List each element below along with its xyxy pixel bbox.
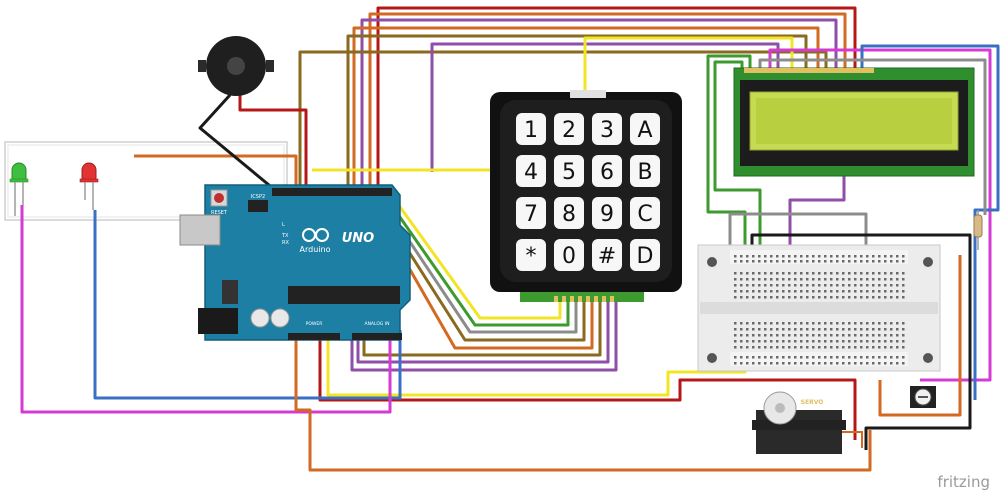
keypad-key-label: 3	[600, 118, 614, 143]
keypad-key-label: D	[637, 244, 654, 269]
keypad-key-label: B	[637, 160, 652, 185]
wire-blue-bottom	[93, 210, 402, 400]
keypad-key-label: 5	[562, 160, 576, 185]
keypad-key-label: 7	[524, 202, 538, 227]
wire-black-buzzer	[198, 93, 276, 192]
wire-orange-servo	[878, 255, 962, 417]
keypad-key[interactable]: 7	[516, 197, 546, 229]
reset-label: RESET	[211, 210, 228, 216]
keypad-key[interactable]: 4	[516, 155, 546, 187]
power-header	[288, 333, 340, 340]
wire-red-buzzer	[238, 95, 308, 190]
wire-red-bottom	[318, 330, 857, 440]
wire-orange-kp	[368, 199, 594, 350]
analog-header	[352, 333, 402, 340]
tx-label: TX	[281, 233, 289, 239]
keypad-key-label: 1	[524, 118, 538, 143]
arduino-board[interactable]: RESET ICSP2 Arduino UNO TX RX L POWER AN…	[179, 184, 411, 341]
keypad-key-label: 2	[562, 118, 576, 143]
keypad-key-label: 4	[524, 160, 538, 185]
wire-black-bb	[750, 233, 972, 450]
wire-green-lcd	[706, 54, 752, 255]
rx-label: RX	[282, 240, 289, 246]
keypad-key[interactable]: D	[630, 239, 660, 271]
green-led[interactable]	[9, 162, 29, 216]
keypad-key[interactable]: 9	[592, 197, 622, 229]
small-chip	[222, 280, 238, 304]
keypad-key[interactable]: 5	[554, 155, 584, 187]
wire-blue-lcd	[860, 44, 1000, 400]
power-jack	[198, 308, 238, 334]
keypad-key[interactable]: *	[516, 239, 546, 271]
wire-gray-lcd	[758, 58, 987, 215]
wire-orange-top	[368, 12, 847, 190]
breadboard-holes	[734, 255, 905, 365]
resistor	[973, 210, 983, 250]
keypad-key-label: 9	[600, 202, 614, 227]
wire-orange-bottom	[134, 154, 872, 472]
digital-header	[272, 188, 392, 196]
buzzer[interactable]	[198, 36, 274, 96]
arduino-name: Arduino	[300, 245, 331, 254]
wire-brown-top	[298, 50, 828, 190]
potentiometer[interactable]	[910, 386, 936, 408]
red-led[interactable]	[79, 162, 99, 210]
icsp2-header	[248, 200, 268, 212]
keypad-key[interactable]: 3	[592, 113, 622, 145]
wire-brown-kp	[374, 199, 586, 342]
keypad-key-label: #	[598, 244, 616, 269]
keypad-key[interactable]: A	[630, 113, 660, 145]
icsp2-label: ICSP2	[251, 194, 265, 200]
keypad-key-label: A	[637, 118, 652, 143]
keypad-key-label: 0	[562, 244, 576, 269]
usb-port	[179, 214, 221, 246]
capacitor-2	[270, 308, 290, 328]
capacitor-1	[250, 308, 270, 328]
wires	[20, 6, 1000, 472]
wire-green-kp	[386, 199, 570, 327]
wire-red-top	[376, 6, 857, 190]
keypad-key[interactable]: 8	[554, 197, 584, 229]
wire-green-lcd2	[713, 60, 762, 255]
keypad-key[interactable]: 2	[554, 113, 584, 145]
l-label: L	[282, 222, 285, 228]
keypad-key-label: C	[637, 202, 652, 227]
wire-brown-top2	[346, 34, 808, 190]
keypad-key-label: 6	[600, 160, 614, 185]
breadboard	[697, 244, 941, 372]
servo-label: SERVO	[801, 399, 824, 406]
lcd-display[interactable]	[733, 67, 975, 177]
keypad-key[interactable]: 6	[592, 155, 622, 187]
wire-magenta-bottom	[20, 205, 392, 414]
keypad-pins	[554, 296, 614, 302]
analog-label: ANALOG IN	[364, 321, 389, 327]
keypad-key-label: *	[526, 244, 537, 269]
keypad-key[interactable]: 1	[516, 113, 546, 145]
keypad-key[interactable]: C	[630, 197, 660, 229]
wire-magenta-lcd	[768, 48, 992, 382]
keypad-key-label: 8	[562, 202, 576, 227]
wire-purple-top	[360, 18, 838, 190]
lcd-pins	[744, 68, 874, 73]
wire-yellow-kp	[393, 199, 562, 320]
wire-gray-kp	[380, 199, 578, 334]
microcontroller-chip	[288, 286, 400, 304]
power-label: POWER	[306, 321, 323, 327]
keypad-key[interactable]: #	[592, 239, 622, 271]
keypad-key[interactable]: B	[630, 155, 660, 187]
arduino-logo: Arduino	[300, 228, 331, 254]
uno-label: UNO	[342, 231, 375, 246]
wire-purple-top2	[430, 42, 780, 172]
keypad-key[interactable]: 0	[554, 239, 584, 271]
servo-motor[interactable]: SERVO	[752, 391, 863, 454]
fritzing-watermark: fritzing	[937, 473, 990, 491]
